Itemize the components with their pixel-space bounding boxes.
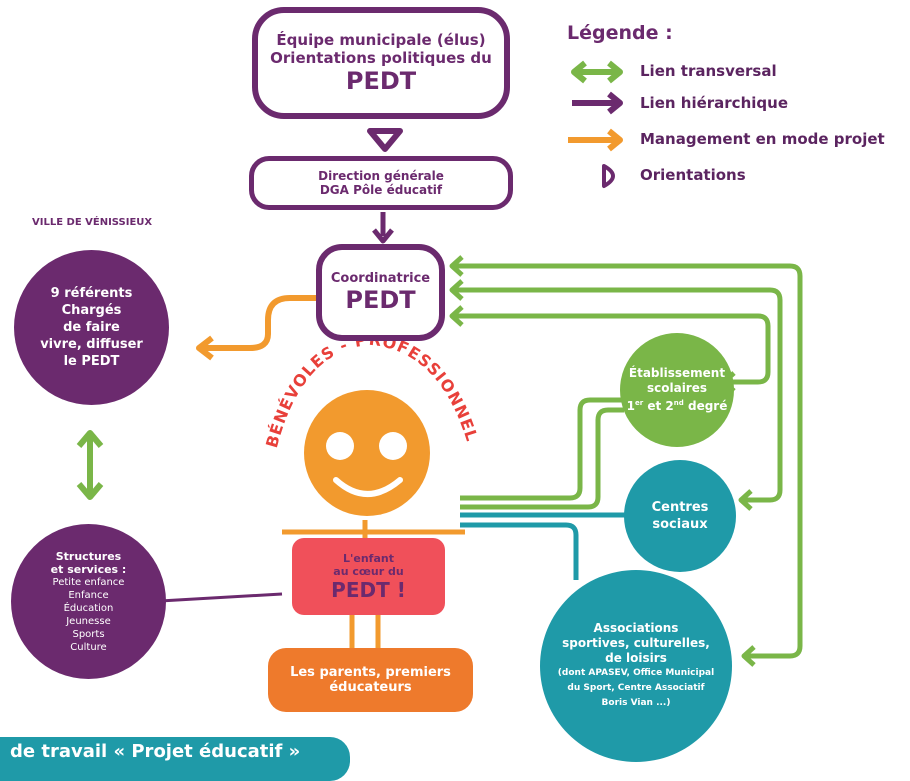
parents-box: Les parents, premiers éducateurs <box>268 648 473 712</box>
parents-line2: éducateurs <box>329 680 412 695</box>
municipal-team-box: Équipe municipale (élus) Orientations po… <box>252 7 510 119</box>
centres-line2: sociaux <box>652 517 708 532</box>
green-transversal-lines <box>455 263 803 659</box>
legend-purple-arrow <box>572 91 623 115</box>
structures-item: Jeunesse <box>66 615 111 627</box>
etab-line1: Établissement <box>628 366 726 380</box>
referents-line2: Chargés <box>61 303 122 318</box>
direction-line1: Direction générale <box>318 169 444 183</box>
structures-item: Sports <box>72 628 105 640</box>
ville-label: VILLE DE VÉNISSIEUX <box>32 217 153 228</box>
orientation-triangle-icon <box>367 128 403 152</box>
legend-orientation-icon <box>602 164 615 188</box>
referents-line1: 9 référents <box>50 286 133 301</box>
structures-title1: Structures <box>55 549 122 563</box>
legend-item-transversal: Lien transversal <box>640 62 777 80</box>
etablissements-circle: Établissement scolaires 1er et 2nd degré <box>620 333 734 447</box>
structures-circle: Structures et services : Petite enfance … <box>11 524 166 679</box>
legend-item-orientations: Orientations <box>640 166 746 184</box>
orange-management-arrow <box>202 295 316 351</box>
top-line3: PEDT <box>345 67 417 95</box>
referents-circle: 9 référents Chargés de faire vivre, diff… <box>14 250 169 405</box>
structures-item: Enfance <box>68 589 109 601</box>
assoc-line2: sportives, culturelles, <box>562 636 710 650</box>
coord-line2: PEDT <box>345 286 416 314</box>
etab-line2: scolaires <box>646 381 708 395</box>
child-line1: L'enfant <box>343 551 394 565</box>
structures-item: Éducation <box>63 602 114 614</box>
teal-lines <box>460 512 630 580</box>
structures-item: Culture <box>70 641 107 653</box>
green-double-arrow-left <box>76 430 104 500</box>
child-line2: au cœur du <box>333 564 404 578</box>
coord-line1: Coordinatrice <box>330 271 431 286</box>
child-box: L'enfant au cœur du PEDT ! <box>292 538 445 615</box>
bottom-banner-text: de travail « Projet éducatif » <box>10 741 301 762</box>
assoc-line1: Associations <box>593 621 679 635</box>
assoc-line5: du Sport, Centre Associatif <box>567 683 705 693</box>
etab-line3: 1er et 2nd degré <box>626 399 728 413</box>
child-figure <box>282 390 465 650</box>
assoc-line3: de loisirs <box>605 651 667 665</box>
legend-title: Légende : <box>567 22 673 44</box>
referents-line3: de faire <box>63 320 120 335</box>
assoc-line4: (dont APASEV, Office Municipal <box>557 668 715 678</box>
top-line2: Orientations politiques du <box>270 49 492 67</box>
child-line3: PEDT ! <box>331 577 406 602</box>
structures-title2: et services : <box>50 562 127 576</box>
legend-item-hierarchique: Lien hiérarchique <box>640 94 788 112</box>
bottom-banner: de travail « Projet éducatif » <box>0 737 350 781</box>
assoc-line6: Boris Vian ...) <box>601 698 671 708</box>
legend-item-management: Management en mode projet <box>640 130 885 148</box>
referents-line4: vivre, diffuser <box>40 337 143 352</box>
legend-green-arrow <box>571 60 623 84</box>
centres-sociaux-circle: Centres sociaux <box>624 460 736 572</box>
legend-orange-arrow <box>568 128 623 152</box>
referents-line5: le PEDT <box>63 354 120 369</box>
coordinatrice-box: Coordinatrice PEDT <box>316 244 445 341</box>
parents-line1: Les parents, premiers <box>290 665 451 680</box>
direction-line2: DGA Pôle éducatif <box>319 183 443 197</box>
structures-item: Petite enfance <box>52 576 125 588</box>
direction-box: Direction générale DGA Pôle éducatif <box>249 156 513 210</box>
centres-line1: Centres <box>651 500 709 515</box>
associations-circle: Associations sportives, culturelles, de … <box>540 570 732 762</box>
top-line1: Équipe municipale (élus) <box>276 31 486 49</box>
